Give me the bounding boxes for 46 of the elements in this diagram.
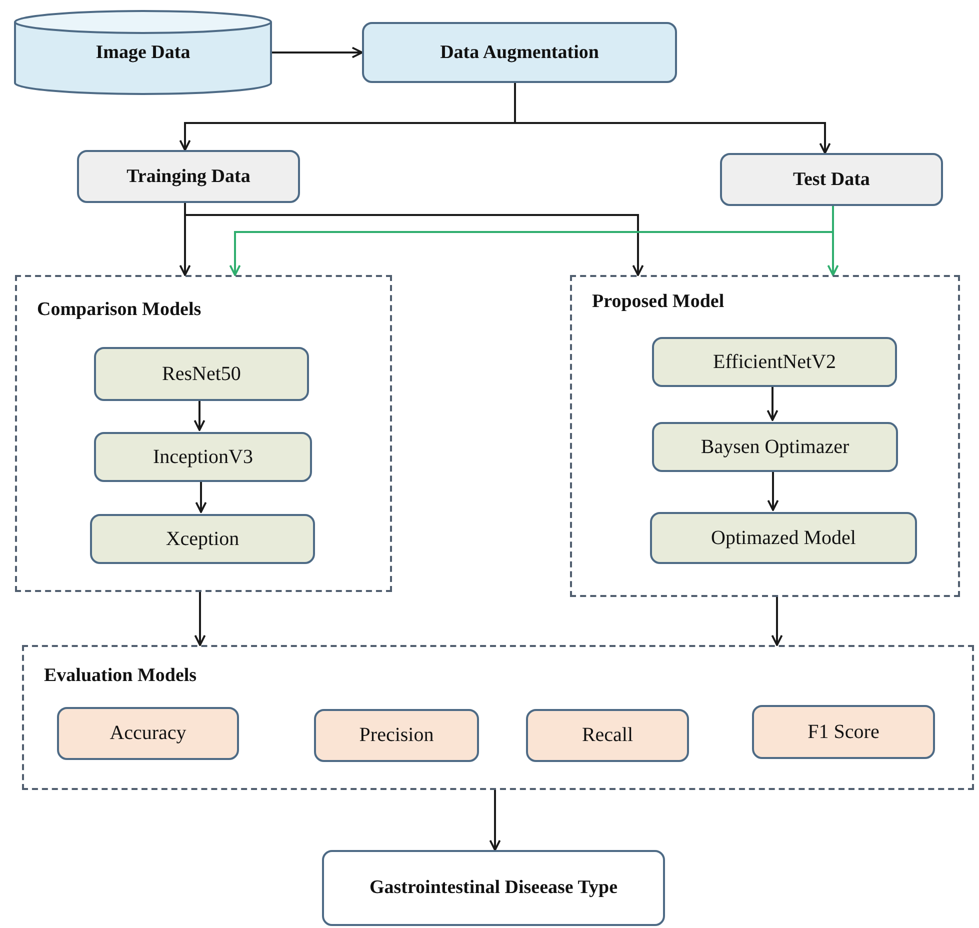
process-box — [57, 707, 239, 760]
process-box — [650, 512, 917, 564]
node-label: Data Augmentation — [440, 40, 599, 64]
process-box — [314, 709, 479, 762]
arrow — [766, 385, 778, 421]
node-label: Precision — [359, 723, 434, 748]
node-label: Image Data — [96, 40, 190, 64]
arrow — [194, 399, 206, 431]
dashed-group-frame — [15, 275, 392, 592]
database-cylinder — [14, 10, 272, 95]
process-box — [720, 153, 943, 206]
arrow — [194, 592, 206, 646]
node-label: Recall — [582, 723, 634, 748]
process-box — [652, 337, 897, 387]
process-box — [77, 150, 300, 203]
arrow — [272, 46, 363, 58]
node-label: Accuracy — [110, 721, 186, 746]
process-box — [90, 514, 315, 564]
node-label: Trainging Data — [126, 164, 250, 188]
node-label: ResNet50 — [162, 362, 241, 386]
arrow — [195, 480, 207, 513]
process-box — [322, 850, 665, 926]
process-box — [652, 422, 898, 472]
arrow — [771, 597, 783, 646]
node-label: Test Data — [793, 168, 870, 192]
arrow — [767, 470, 779, 511]
node-label: F1 Score — [808, 720, 880, 744]
group-heading: Proposed Model — [592, 291, 724, 313]
group-heading: Evaluation Models — [44, 665, 197, 687]
group-heading: Comparison Models — [37, 299, 202, 321]
node-label: InceptionV3 — [153, 444, 253, 470]
node-label: EfficientNetV2 — [713, 350, 836, 374]
process-box — [94, 347, 309, 401]
process-box — [752, 705, 935, 759]
arrow — [489, 790, 501, 851]
node-label: Baysen Optimazer — [700, 434, 850, 460]
process-box — [526, 709, 689, 762]
node-label: Optimazed Model — [711, 526, 856, 550]
process-box — [362, 22, 677, 83]
arrow — [827, 206, 839, 276]
dashed-group-frame — [22, 645, 974, 790]
node-label: Xception — [166, 526, 240, 552]
process-box — [94, 432, 312, 482]
dashed-group-frame — [570, 275, 960, 597]
arrow — [514, 83, 831, 154]
node-label: Gastrointestinal Diseease Type — [369, 876, 618, 900]
